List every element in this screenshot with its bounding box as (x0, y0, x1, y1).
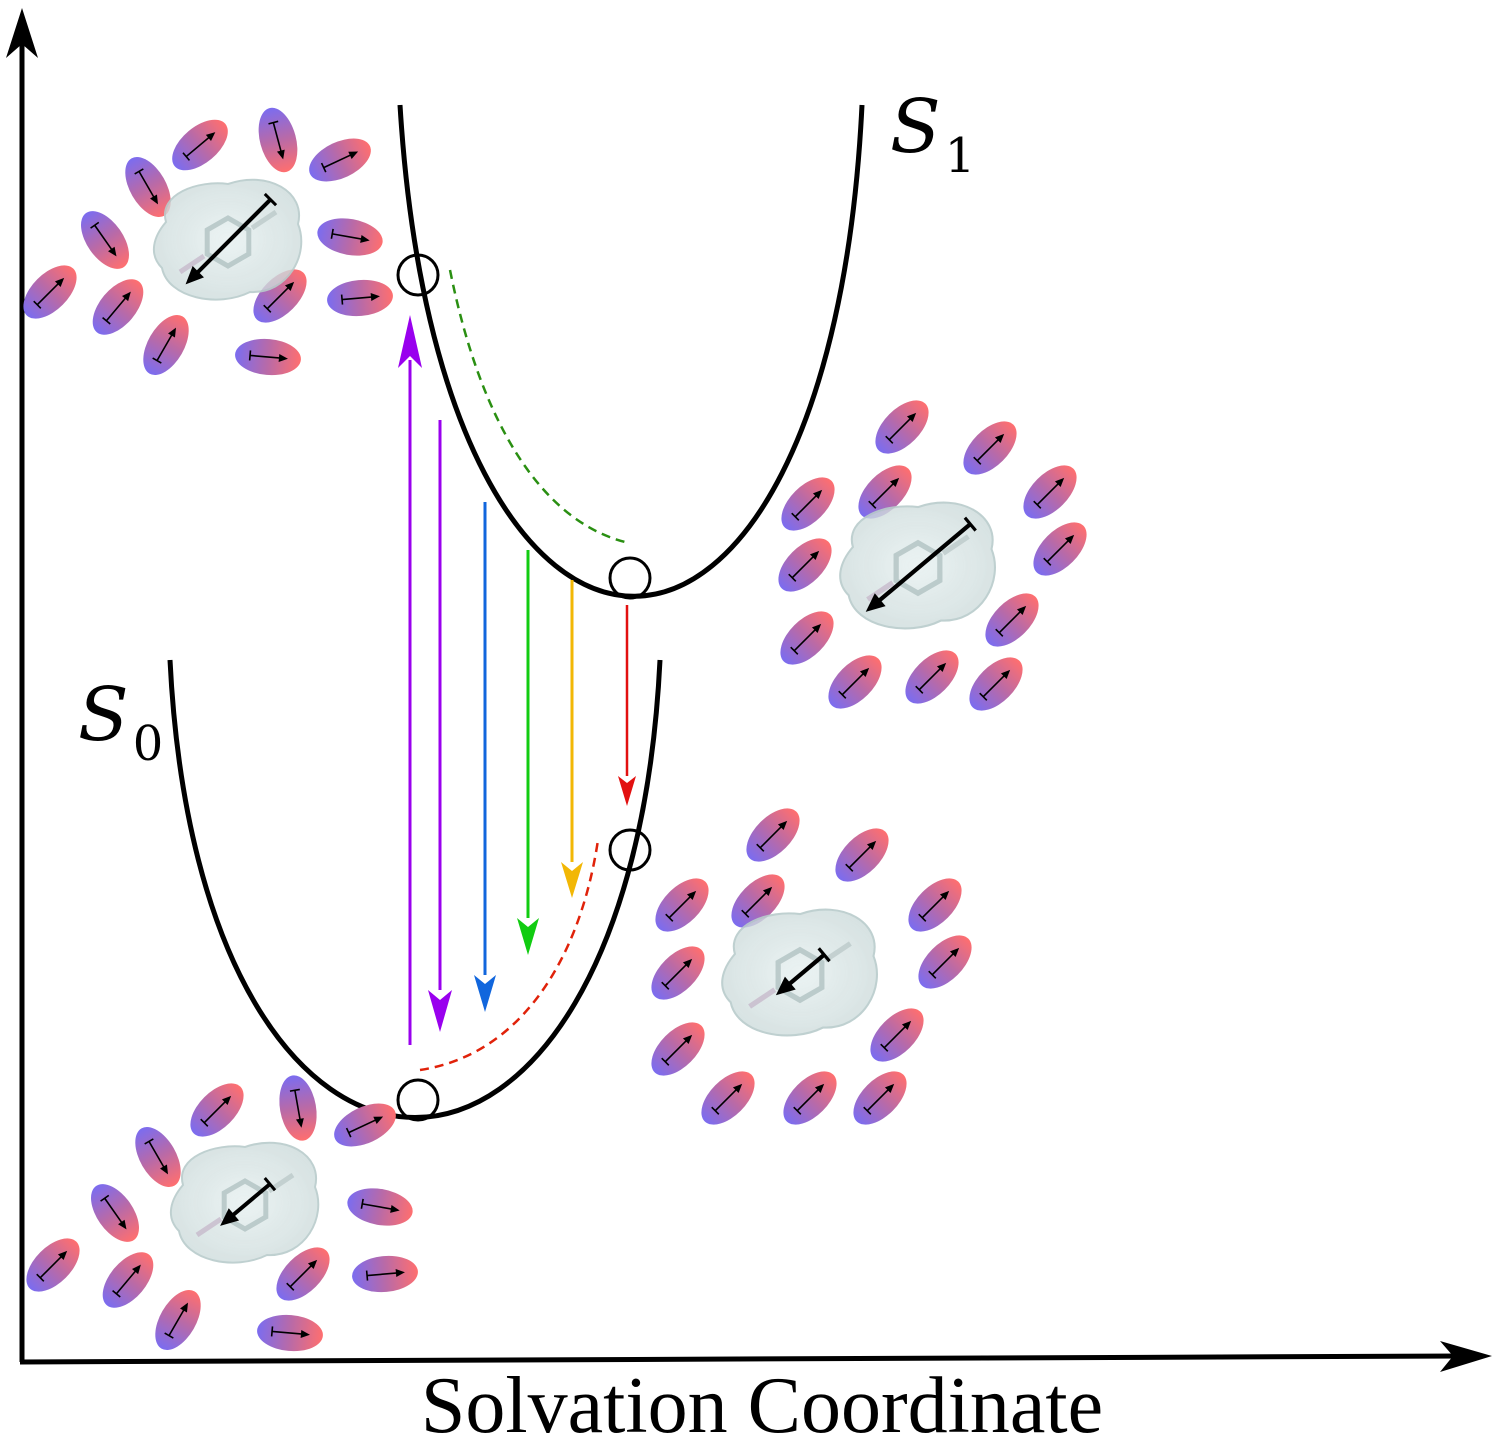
cluster-s1-relaxed-solvent-12 (969, 657, 1023, 711)
cluster-s0-unrelaxed-solvent-7 (918, 935, 972, 989)
cluster-s0-relaxed-solvent-3 (334, 1103, 396, 1147)
cluster-s0-unrelaxed-solvent-2 (835, 828, 889, 882)
cluster-s1-unrelaxed-solvent-10 (327, 279, 393, 317)
cluster-s1-relaxed (778, 400, 1087, 711)
cluster-s0-unrelaxed-solvent-6 (651, 946, 705, 1000)
cluster-s1-unrelaxed-solvent-12 (235, 338, 301, 376)
cluster-s1-unrelaxed-solvent-4 (125, 157, 171, 217)
cluster-s0-unrelaxed (651, 808, 972, 1125)
s0-symbol: S (78, 672, 129, 758)
cluster-s1-unrelaxed-solvent-1 (172, 119, 228, 171)
relaxed-excited-point (608, 556, 652, 600)
cluster-s1-relaxed-solvent-4 (1023, 465, 1077, 519)
cluster-s0-relaxed-solvent-4 (135, 1127, 181, 1187)
s1-symbol: S (890, 84, 941, 170)
cluster-s0-relaxed-solute (169, 1141, 320, 1264)
s0-curve (167, 659, 663, 1120)
emission-arrow-violet (428, 420, 452, 1032)
cluster-s0-unrelaxed-solute-dipole-arrow (775, 947, 831, 996)
cluster-s1-unrelaxed-solvent-5 (81, 211, 129, 269)
cluster-s0-unrelaxed-solvent-1 (746, 808, 800, 862)
solvation-clusters (23, 107, 1087, 1352)
cluster-s1-unrelaxed-solvent-11 (143, 315, 189, 375)
cluster-s1-unrelaxed-solvent-7 (23, 265, 77, 319)
cluster-s1-unrelaxed-solute-dipole-arrow (185, 192, 278, 285)
s1-label: S1 (890, 84, 975, 184)
absorption-arrow (398, 315, 422, 1045)
s0-label: S0 (78, 672, 163, 772)
cluster-s0-relaxed-solvent-11 (155, 1290, 201, 1350)
cluster-s1-unrelaxed-solute (152, 178, 303, 301)
cluster-s0-relaxed-solvent-1 (190, 1083, 244, 1137)
s1-subscript: 1 (945, 128, 976, 184)
cluster-s0-relaxed-solvent-8 (102, 1252, 154, 1308)
axes: Solvation Coordinate (6, 8, 1492, 1435)
cluster-s0-unrelaxed-solvent-3 (655, 878, 709, 932)
x-axis-arrowhead-icon (1440, 1341, 1492, 1372)
transitions (398, 315, 636, 1045)
cluster-s1-relaxed-solvent-10 (828, 655, 882, 709)
s0-subscript: 0 (133, 716, 164, 772)
cluster-s1-unrelaxed-solvent-3 (309, 138, 371, 182)
cluster-s1-relaxed-solvent-9 (985, 593, 1039, 647)
cluster-s1-relaxed-solvent-6 (778, 538, 832, 592)
cluster-s1-unrelaxed-solvent-8 (92, 279, 144, 335)
cluster-s0-unrelaxed-solvent-4 (731, 874, 785, 928)
cluster-s0-relaxed-solvent-10 (352, 1255, 418, 1293)
cluster-s0-relaxed-solvent-6 (347, 1188, 413, 1226)
emission-arrow-green (517, 550, 539, 955)
cluster-s0-relaxed (26, 1075, 418, 1352)
cluster-s0-relaxed-solvent-2 (279, 1075, 317, 1141)
cluster-s0-unrelaxed-solvent-9 (870, 1008, 924, 1062)
cluster-s0-relaxed-solvent-7 (26, 1238, 80, 1292)
cluster-s1-relaxed-solvent-7 (1033, 522, 1087, 576)
state-points (396, 253, 652, 1122)
cluster-s0-relaxed-solvent-12 (257, 1314, 323, 1352)
cluster-s0-unrelaxed-solvent-5 (908, 878, 962, 932)
relaxed-ground-point (396, 1078, 440, 1122)
cluster-s1-relaxed-solvent-8 (780, 611, 834, 665)
x-axis (19, 1353, 1466, 1365)
franck-condon-ground-point (608, 828, 652, 872)
cluster-s1-relaxed-solute (839, 501, 996, 630)
cluster-s0-unrelaxed-solvent-12 (853, 1071, 907, 1125)
cluster-s1-relaxed-solvent-11 (905, 650, 959, 704)
franck-condon-excited-point (396, 253, 440, 297)
cluster-s1-unrelaxed-solvent-6 (317, 218, 383, 256)
emission-arrow-yellow (561, 580, 583, 898)
cluster-s1-unrelaxed-solvent-2 (258, 107, 298, 173)
x-axis-label: Solvation Coordinate (421, 1362, 1103, 1435)
cluster-s0-unrelaxed-solute (721, 908, 878, 1037)
cluster-s1-unrelaxed (23, 107, 393, 376)
cluster-s0-relaxed-solvent-5 (91, 1184, 139, 1242)
cluster-s0-relaxed-solute-dipole-arrow (220, 1177, 277, 1226)
emission-arrow-red (618, 605, 636, 806)
cluster-s0-unrelaxed-solvent-11 (783, 1071, 837, 1125)
cluster-s1-relaxed-solvent-3 (858, 465, 912, 519)
cluster-s0-relaxed-solvent-9 (276, 1247, 330, 1301)
cluster-s1-relaxed-solvent-5 (781, 477, 835, 531)
cluster-s0-unrelaxed-solvent-8 (651, 1022, 705, 1076)
y-axis-arrowhead-icon (6, 8, 38, 58)
ground-state-relaxation-path (419, 839, 600, 1072)
cluster-s1-relaxed-solute-dipole-arrow (865, 516, 977, 612)
cluster-s1-relaxed-solvent-2 (963, 421, 1017, 475)
cluster-s0-unrelaxed-solvent-10 (701, 1071, 755, 1125)
emission-arrow-blue (474, 502, 496, 1012)
cluster-s1-unrelaxed-solvent-9 (253, 269, 307, 323)
excited-state-relaxation-path (448, 269, 626, 544)
cluster-s1-relaxed-solvent-1 (875, 400, 929, 454)
